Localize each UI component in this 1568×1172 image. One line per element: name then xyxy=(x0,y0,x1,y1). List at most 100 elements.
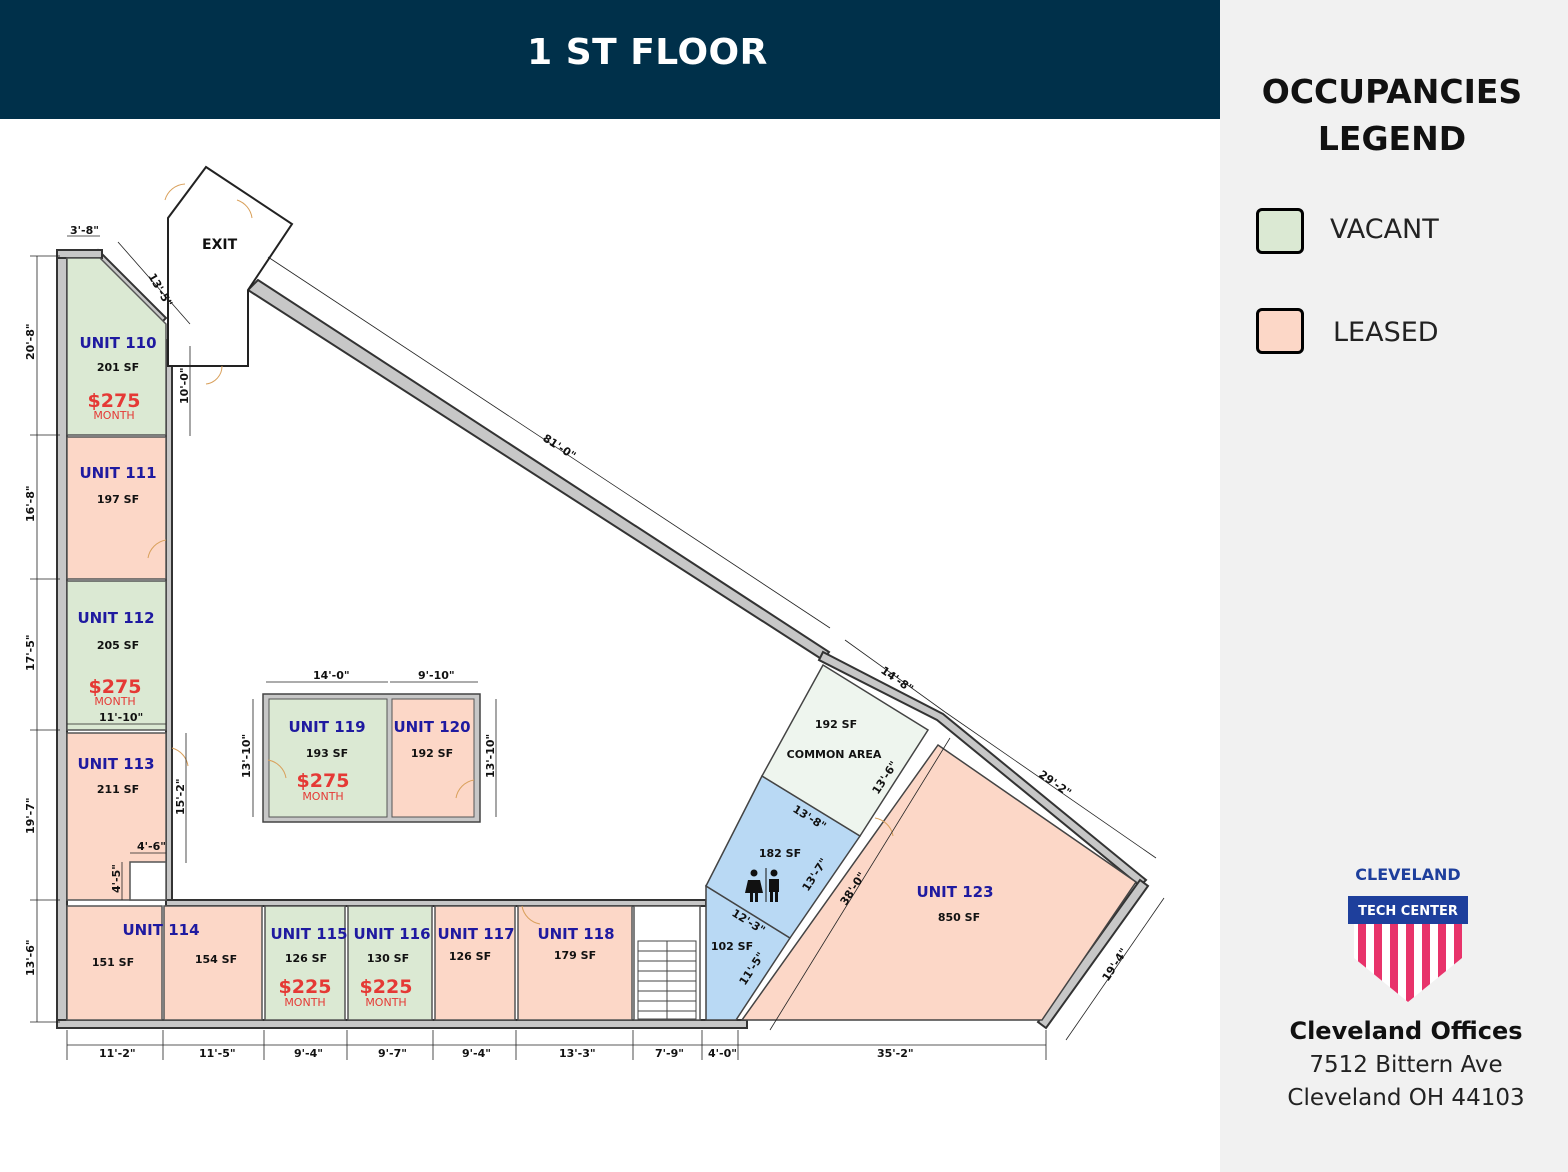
page-title: 1 ST FLOOR xyxy=(527,32,768,73)
unit-117-name: UNIT 117 xyxy=(437,925,514,943)
unit-115-price: $225 xyxy=(279,976,332,998)
unit-119[interactable] xyxy=(268,698,388,818)
unit-112-period: MONTH xyxy=(94,695,135,708)
dim-3-8: 3'-8" xyxy=(70,224,99,237)
unit-113-sf: 211 SF xyxy=(97,783,139,796)
company-street: 7512 Bittern Ave xyxy=(1309,1052,1503,1078)
common-area[interactable] xyxy=(760,663,930,838)
common-area-sf: 192 SF xyxy=(815,718,857,731)
header-banner xyxy=(0,0,1220,119)
closet xyxy=(129,861,167,901)
unit-116-sf: 130 SF xyxy=(367,952,409,965)
unit-116-period: MONTH xyxy=(365,996,406,1009)
unit-110-price: $275 xyxy=(88,390,141,412)
dim-20-8: 20'-8" xyxy=(24,323,37,360)
unit-120-sf: 192 SF xyxy=(411,747,453,760)
unit-110-sf: 201 SF xyxy=(97,361,139,374)
unit-119-name: UNIT 119 xyxy=(288,718,365,736)
dim-7-9: 7'-9" xyxy=(655,1047,684,1060)
dim-19-4: 19'-4" xyxy=(1100,946,1131,984)
dim-11-2: 11'-2" xyxy=(99,1047,136,1060)
unit-115[interactable] xyxy=(264,905,346,1021)
unit-111-sf: 197 SF xyxy=(97,493,139,506)
unit-118-name: UNIT 118 xyxy=(537,925,614,943)
unit-123[interactable] xyxy=(740,743,1138,1021)
exit-label: EXIT xyxy=(202,237,238,253)
legend-label-vacant: VACANT xyxy=(1330,214,1439,245)
common-area-label: COMMON AREA xyxy=(787,748,882,761)
dim-19-7: 19'-7" xyxy=(24,797,37,834)
exit-corridor xyxy=(167,165,294,367)
dim-9-7: 9'-7" xyxy=(378,1047,407,1060)
logo-line1: CLEVELAND xyxy=(1355,865,1460,884)
unit-114-b[interactable] xyxy=(163,905,263,1021)
unit-119-period: MONTH xyxy=(302,790,343,803)
dim-4-6: 4'-6" xyxy=(137,840,166,853)
dim-81-0: 81'-0" xyxy=(540,432,578,463)
unit-120-name: UNIT 120 xyxy=(393,718,470,736)
unit-110-period: MONTH xyxy=(93,409,134,422)
dim-9-4-b: 9'-4" xyxy=(462,1047,491,1060)
unit-113-name: UNIT 113 xyxy=(77,755,154,773)
unit-118-sf: 179 SF xyxy=(554,949,596,962)
dim-14-0: 14'-0" xyxy=(313,669,350,682)
restroom-icon xyxy=(745,868,779,902)
dim-16-8: 16'-8" xyxy=(24,485,37,522)
legend-swatch-vacant xyxy=(1256,208,1304,254)
logo-line2: TECH CENTER xyxy=(1358,904,1458,919)
legend-title: OCCUPANCIES LEGEND xyxy=(1220,68,1564,162)
unit-114-a[interactable] xyxy=(66,905,163,1021)
dim-11-5-bottom: 11'-5" xyxy=(199,1047,236,1060)
unit-116-name: UNIT 116 xyxy=(353,925,430,943)
room-102-sf: 102 SF xyxy=(711,940,753,953)
unit-114-sf-a: 151 SF xyxy=(92,956,134,969)
unit-123-sf: 850 SF xyxy=(938,911,980,924)
dim-10-0: 10'-0" xyxy=(178,367,191,404)
unit-112-price: $275 xyxy=(89,676,142,698)
unit-112[interactable] xyxy=(66,580,167,731)
unit-115-period: MONTH xyxy=(284,996,325,1009)
unit-116[interactable] xyxy=(347,905,433,1021)
dim-13-6-left: 13'-6" xyxy=(24,939,37,976)
unit-114-sf-b: 154 SF xyxy=(195,953,237,966)
dim-9-4-a: 9'-4" xyxy=(294,1047,323,1060)
unit-119-price: $275 xyxy=(297,770,350,792)
dimension-lines xyxy=(30,235,1165,1060)
legend-title-line2: LEGEND xyxy=(1317,119,1467,158)
unit-114-name: UNIT 114 xyxy=(122,921,199,939)
unit-110[interactable] xyxy=(66,257,167,436)
dim-4-5: 4'-5" xyxy=(110,864,123,893)
dim-17-5: 17'-5" xyxy=(24,634,37,671)
dim-11-10: 11'-10" xyxy=(99,711,143,724)
dim-13-3: 13'-3" xyxy=(559,1047,596,1060)
dim-4-0: 4'-0" xyxy=(708,1047,737,1060)
dim-13-10-left: 13'-10" xyxy=(240,734,253,778)
unit-112-name: UNIT 112 xyxy=(77,609,154,627)
dim-35-2: 35'-2" xyxy=(877,1047,914,1060)
unit-120[interactable] xyxy=(391,698,475,818)
legend-title-line1: OCCUPANCIES xyxy=(1261,72,1523,111)
dim-13-10-right: 13'-10" xyxy=(484,734,497,778)
unit-118[interactable] xyxy=(517,905,633,1021)
floor-plan: EXIT xyxy=(24,165,1165,1060)
unit-119-sf: 193 SF xyxy=(306,747,348,760)
dim-15-2: 15'-2" xyxy=(174,778,187,815)
unit-111-name: UNIT 111 xyxy=(79,464,156,482)
unit-111[interactable] xyxy=(66,436,167,580)
unit-116-price: $225 xyxy=(360,976,413,998)
unit-112-sf: 205 SF xyxy=(97,639,139,652)
dim-9-10: 9'-10" xyxy=(418,669,455,682)
legend-label-leased: LEASED xyxy=(1333,317,1439,348)
company-name: Cleveland Offices xyxy=(1289,1017,1523,1045)
company-city: Cleveland OH 44103 xyxy=(1287,1085,1525,1111)
legend-swatch-leased xyxy=(1256,308,1304,354)
unit-110-name: UNIT 110 xyxy=(79,334,156,352)
unit-117[interactable] xyxy=(434,905,516,1021)
door-swings xyxy=(147,183,894,925)
cleveland-tech-center-logo: CLEVELAND TECH CENTER xyxy=(1348,865,1468,1002)
unit-123-name: UNIT 123 xyxy=(916,883,993,901)
unit-labels: UNIT 110 201 SF $275 MONTH UNIT 111 197 … xyxy=(77,334,993,1009)
unit-117-sf: 126 SF xyxy=(449,950,491,963)
unit-115-sf: 126 SF xyxy=(285,952,327,965)
restroom-sf: 182 SF xyxy=(759,847,801,860)
